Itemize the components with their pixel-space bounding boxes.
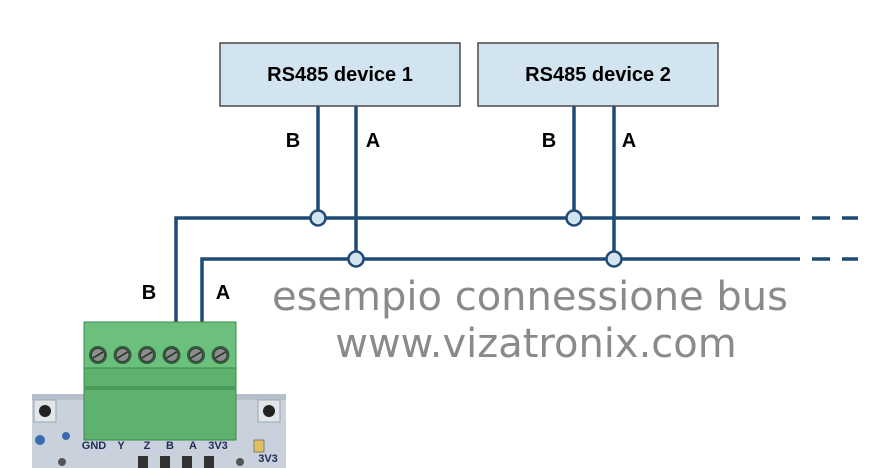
pcb-component [182, 456, 192, 468]
terminal-block-ridge [84, 386, 236, 390]
terminal-screw-slot [215, 351, 226, 359]
pin-label-y: Y [117, 440, 125, 452]
terminal-block-body [83, 367, 237, 441]
pcb-component [204, 456, 214, 468]
watermark-line-2: www.vizatronix.com [335, 321, 736, 367]
mounting-hole-center [263, 405, 275, 417]
pcb-pad [58, 458, 66, 466]
pcb-component [138, 456, 148, 468]
device-1-wire-b-label: B [286, 130, 300, 152]
terminal-screw-slot [190, 351, 202, 359]
pcb-pad [236, 458, 244, 466]
pin-label-gnd: GND [82, 440, 107, 452]
terminal-screw-slot [141, 351, 153, 359]
device-1: RS485 device 1 B A [219, 42, 461, 152]
terminal-screw-slot [117, 351, 128, 359]
device-2: RS485 device 2 B A [477, 42, 719, 152]
pin-label-3v3: 3V3 [208, 440, 228, 452]
board-wire-b-label: B [142, 282, 156, 304]
device-2-wire-a-label: A [622, 130, 636, 152]
pcb-3v3-label: 3V3 [258, 453, 278, 465]
pcb-component [160, 456, 170, 468]
device-2-wire-b-label: B [542, 130, 556, 152]
device-1-label: RS485 device 1 [267, 64, 413, 86]
junction-dot [347, 250, 365, 268]
device-1-wire-a-label: A [366, 130, 380, 152]
pin-label-b: B [166, 440, 174, 452]
bus-junctions [309, 209, 623, 268]
pin-label-a: A [189, 440, 197, 452]
terminal-block [83, 321, 237, 441]
pcb-component [253, 439, 265, 453]
terminal-screw-slot [166, 351, 177, 359]
pcb-logo-mark [35, 435, 45, 445]
mounting-hole-center [39, 405, 51, 417]
device-1-box [219, 42, 461, 107]
terminal-screw-slot [92, 351, 104, 359]
terminal-screws [89, 346, 230, 364]
junction-dot [565, 209, 583, 227]
junction-dot [605, 250, 623, 268]
device-2-box [477, 42, 719, 107]
bus-line-a [200, 257, 782, 326]
terminal-block-top [83, 321, 237, 369]
board-wire-a-label: A [216, 282, 230, 304]
watermark-line-1: esempio connessione bus [272, 274, 788, 320]
junction-dot [309, 209, 327, 227]
pcb-logo-mark [62, 432, 70, 440]
pin-label-z: Z [144, 440, 151, 452]
device-2-label: RS485 device 2 [525, 64, 671, 86]
